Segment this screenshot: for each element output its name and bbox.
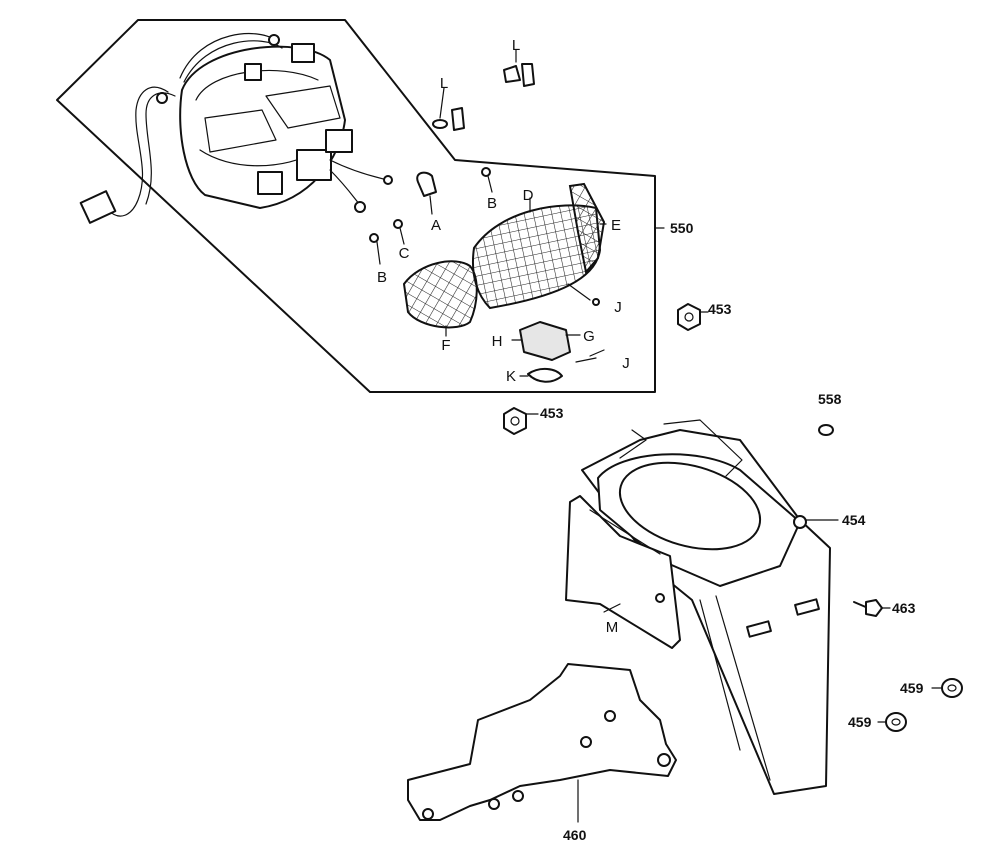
- label-j-upper: J: [614, 299, 622, 316]
- label-b-left: B: [377, 269, 387, 286]
- tail-light-housing: [79, 32, 393, 224]
- assembly-outline: [56, 19, 656, 393]
- label-b-top: B: [487, 195, 497, 212]
- nut-453-lower: [503, 407, 539, 435]
- part-bracket-g: [519, 321, 571, 361]
- grommet-558: [818, 424, 834, 436]
- label-550: 550: [670, 220, 694, 236]
- part-screw-b-top: [481, 167, 493, 193]
- label-453-upper: 453: [708, 301, 732, 317]
- bracket-460: [407, 663, 677, 821]
- label-l-mid: L: [440, 75, 448, 92]
- label-c: C: [399, 245, 410, 262]
- label-463: 463: [892, 600, 916, 616]
- label-h: H: [492, 333, 503, 350]
- label-j-lower: J: [622, 355, 630, 372]
- part-lens-f: [402, 260, 478, 329]
- label-459-lower: 459: [848, 714, 872, 730]
- part-lens-d: [472, 204, 602, 310]
- label-453-lower: 453: [540, 405, 564, 421]
- washer-459-upper: [931, 678, 963, 698]
- bolt-463: [853, 599, 891, 617]
- part-k: [527, 368, 563, 383]
- label-454: 454: [842, 512, 866, 528]
- part-screw-c: [393, 219, 405, 245]
- label-m: M: [606, 619, 619, 636]
- label-460: 460: [563, 827, 587, 843]
- label-k: K: [506, 368, 516, 385]
- label-l-top: L: [512, 37, 520, 54]
- mudflap-m: [565, 495, 681, 649]
- washer-459-lower: [877, 712, 907, 732]
- label-d: D: [523, 187, 534, 204]
- part-clip-l-top: [503, 49, 535, 87]
- part-bulb-a: [416, 171, 437, 215]
- part-screw-b-left: [369, 233, 381, 265]
- label-558: 558: [818, 391, 842, 407]
- label-f: F: [441, 337, 450, 354]
- part-clip-l-mid: [432, 87, 465, 131]
- label-g: G: [583, 328, 595, 345]
- nut-453-upper: [677, 303, 709, 331]
- label-e: E: [611, 217, 621, 234]
- label-a: A: [431, 217, 441, 234]
- part-lens-e: [568, 182, 606, 275]
- label-459-upper: 459: [900, 680, 924, 696]
- rear-fender-454: [581, 419, 831, 795]
